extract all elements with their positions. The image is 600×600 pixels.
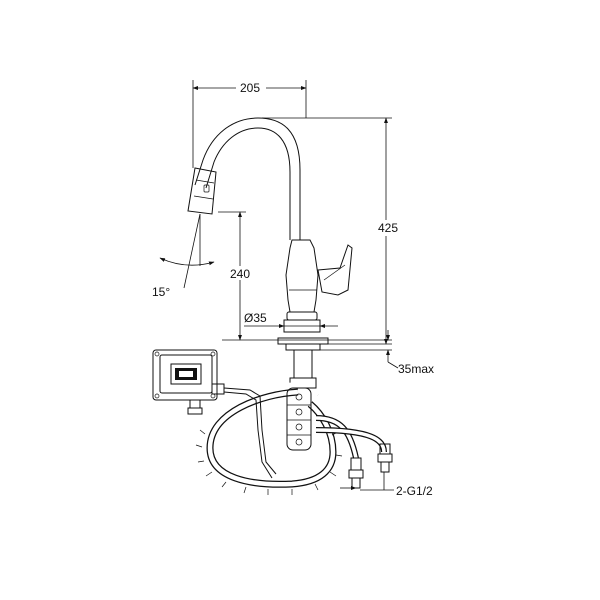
width-label: 205 <box>240 81 260 95</box>
spout-height-label: 240 <box>230 267 250 281</box>
dimensions: 205 425 240 Ø35 35max 15° 2-G1/2 <box>152 80 434 498</box>
hose-weight <box>286 387 312 451</box>
faucet-body <box>187 117 353 389</box>
base-diameter-label: Ø35 <box>244 311 267 325</box>
angle-label: 15° <box>152 285 170 299</box>
connections-label: 2-G1/2 <box>396 484 433 498</box>
control-box <box>152 349 225 415</box>
height-label: 425 <box>378 221 398 235</box>
hose-assembly <box>187 382 393 499</box>
spray-head <box>187 167 217 215</box>
deck-thickness-label: 35max <box>398 362 434 376</box>
